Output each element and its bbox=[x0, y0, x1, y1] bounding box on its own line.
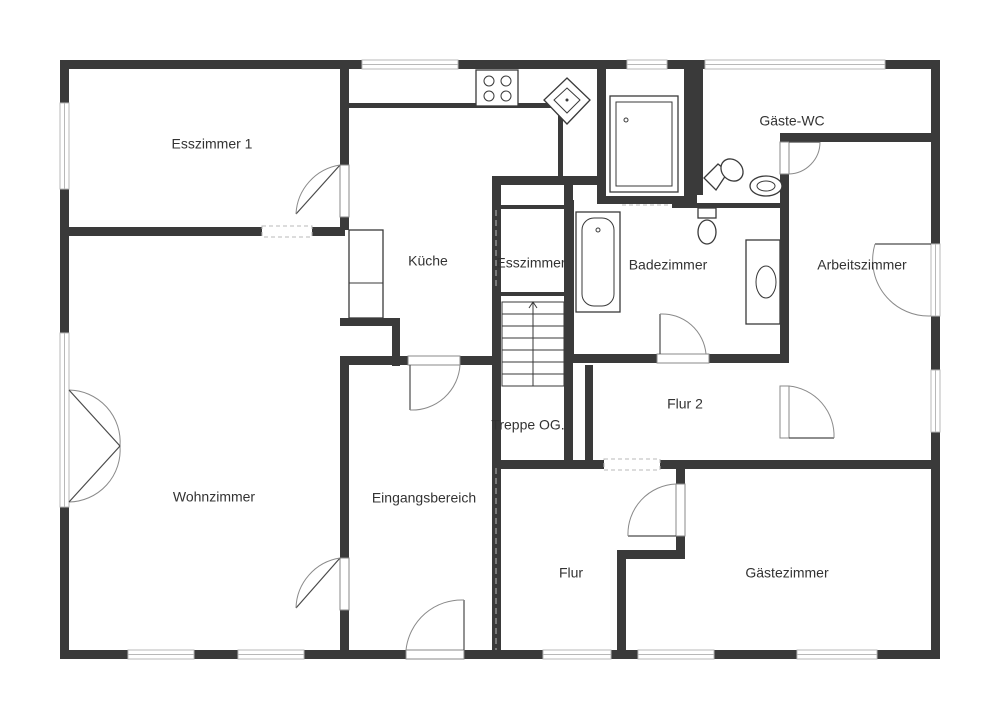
window-left-2 bbox=[59, 332, 70, 508]
wall-small-box bbox=[340, 318, 400, 326]
wall-esszimmer-mid bbox=[492, 205, 570, 209]
openings bbox=[261, 204, 670, 650]
door-arbeitszimmer-lower bbox=[779, 385, 835, 439]
wall-shower-bottom bbox=[597, 196, 697, 204]
wall-esszimmer1-bottom bbox=[60, 227, 345, 236]
wall-bad-left bbox=[566, 200, 574, 360]
fixtures bbox=[348, 69, 783, 387]
label-kueche: Küche bbox=[408, 253, 448, 269]
wall-flur2-left bbox=[585, 365, 593, 465]
wall-wc-bottom bbox=[780, 133, 940, 142]
toilet-icon bbox=[697, 207, 717, 245]
door-gaeste-wc bbox=[779, 141, 821, 175]
door-eingang-top bbox=[407, 355, 461, 411]
label-flur2: Flur 2 bbox=[667, 396, 703, 412]
window-bottom-1 bbox=[127, 649, 195, 660]
door-wohnzimmer-right bbox=[295, 557, 350, 611]
door-entrance bbox=[405, 599, 465, 660]
label-eingangsbereich: Eingangsbereich bbox=[372, 490, 476, 506]
window-top-3 bbox=[704, 59, 886, 70]
wall-esszimmer-left bbox=[492, 176, 501, 466]
opening-flur2 bbox=[603, 458, 661, 471]
window-right-2 bbox=[930, 369, 941, 433]
label-badezimmer: Badezimmer bbox=[629, 257, 708, 273]
outer-wall-right bbox=[931, 60, 940, 659]
door-badezimmer bbox=[656, 313, 710, 364]
wall-esszimmer-top bbox=[492, 176, 597, 185]
wall-small-box-right bbox=[392, 318, 400, 366]
room-labels: Esszimmer 1 Küche Esszimmer Badezimmer G… bbox=[172, 113, 908, 581]
wc-sink-icon bbox=[749, 175, 783, 197]
label-wohnzimmer: Wohnzimmer bbox=[173, 489, 256, 505]
window-top-2 bbox=[626, 59, 668, 70]
window-bottom-3 bbox=[542, 649, 612, 660]
wc-toilet-icon bbox=[703, 158, 744, 192]
window-bottom-2 bbox=[237, 649, 305, 660]
door-esszimmer1 bbox=[295, 164, 350, 218]
label-gaestezimmer: Gästezimmer bbox=[745, 565, 829, 581]
label-treppe: Treppe OG. bbox=[491, 417, 564, 433]
wall-wc-left bbox=[695, 60, 703, 195]
wall-stair-top bbox=[492, 292, 570, 296]
wall-shower-left bbox=[597, 60, 606, 200]
bath-sink-icon bbox=[745, 239, 781, 325]
opening-esszimmer1 bbox=[261, 225, 313, 238]
door-arbeitszimmer bbox=[872, 243, 932, 317]
label-esszimmer: Esszimmer bbox=[496, 255, 566, 271]
wall-wohnzimmer-right bbox=[340, 365, 349, 659]
bathtub-icon bbox=[575, 211, 621, 313]
wall-left-vertical bbox=[340, 60, 349, 230]
kitchen-counter-icon bbox=[348, 229, 384, 319]
stove-icon bbox=[475, 69, 519, 107]
wall-flur-step bbox=[617, 550, 685, 559]
doors bbox=[68, 141, 932, 660]
wall-bad-right bbox=[780, 138, 789, 363]
outer-wall-top bbox=[60, 60, 940, 69]
windows bbox=[59, 59, 941, 660]
kitchen-sink-icon bbox=[543, 77, 591, 125]
window-right-1 bbox=[930, 243, 941, 317]
label-gaeste-wc: Gäste-WC bbox=[759, 113, 824, 129]
door-flur bbox=[627, 483, 686, 537]
wall-shower-right bbox=[684, 60, 697, 204]
wall-bad-top bbox=[672, 203, 784, 208]
wall-arbeits-bottom bbox=[785, 460, 940, 469]
door-wohnzimmer-left bbox=[68, 389, 121, 503]
stairs-icon bbox=[501, 301, 565, 387]
wall-kitchen-right bbox=[558, 108, 563, 176]
wall-kitchen-top-inner bbox=[345, 103, 560, 108]
label-arbeitszimmer: Arbeitszimmer bbox=[817, 257, 907, 273]
window-bottom-5 bbox=[796, 649, 878, 660]
window-top-1 bbox=[361, 59, 459, 70]
window-left-1 bbox=[59, 102, 70, 190]
label-flur: Flur bbox=[559, 565, 583, 581]
wall-flur-right-bottom bbox=[617, 550, 626, 659]
shower-icon bbox=[609, 95, 679, 193]
window-bottom-4 bbox=[637, 649, 715, 660]
label-esszimmer1: Esszimmer 1 bbox=[172, 136, 253, 152]
